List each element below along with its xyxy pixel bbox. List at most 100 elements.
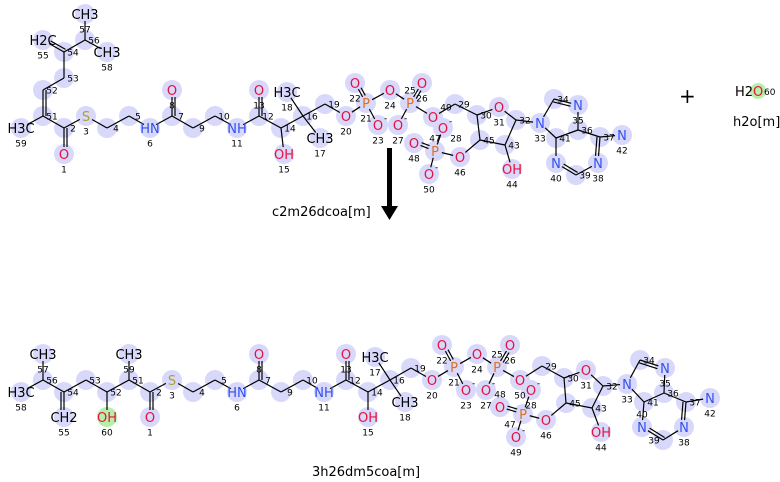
atom-highlight — [140, 407, 160, 427]
atom-highlight — [404, 133, 424, 153]
bond — [683, 401, 687, 421]
substrate-bonds — [26, 21, 616, 176]
atom-number: 48 — [494, 391, 506, 401]
bond — [504, 110, 517, 121]
atom-number: 8 — [169, 102, 175, 112]
reaction-arrow-head-icon — [381, 206, 398, 220]
atom-number: 50 — [514, 392, 526, 402]
atom-highlight — [750, 83, 766, 99]
atom-number: 33 — [534, 135, 545, 145]
atom-number: 50 — [423, 186, 435, 196]
atom-symbol: O — [341, 348, 351, 363]
bond — [26, 379, 44, 390]
bond — [541, 365, 565, 379]
atom-number: 15 — [362, 429, 373, 439]
atom-number: 58 — [101, 64, 113, 74]
double-bond-line — [594, 136, 598, 156]
atom-highlight — [395, 392, 415, 412]
atom-highlight — [456, 380, 476, 400]
atom-number: 25 — [491, 351, 502, 361]
bond — [214, 115, 232, 126]
atom-number: 55 — [58, 429, 69, 439]
atom-highlight — [500, 335, 520, 355]
bond — [643, 392, 665, 403]
atom-number: 27 — [480, 402, 491, 412]
atom-highlight — [162, 80, 182, 100]
bond — [464, 139, 481, 153]
atom-highlight — [356, 93, 376, 113]
atom-symbol: OH — [274, 148, 294, 163]
bond — [599, 135, 616, 138]
atom-number: 17 — [369, 369, 380, 379]
atom-symbol: OH — [502, 163, 522, 178]
atom-number: 30 — [567, 375, 579, 385]
atom-highlight — [632, 417, 652, 437]
bond — [214, 379, 232, 390]
atom-number: 40 — [636, 411, 648, 421]
bond — [280, 115, 304, 129]
atom-number: 3 — [83, 128, 89, 138]
atom-highlight — [97, 42, 117, 62]
atom-number: 13 — [340, 366, 351, 376]
bond — [63, 379, 87, 393]
atom-number: 41 — [647, 399, 658, 409]
bond — [441, 152, 454, 156]
atom-number: 17 — [314, 150, 325, 160]
atom-number: 51 — [46, 113, 57, 123]
atom-number: 31 — [493, 119, 504, 129]
atom-symbol: CH3 — [93, 46, 120, 61]
atom-highlight — [75, 4, 95, 24]
atom-symbol: P — [362, 97, 370, 112]
atom-symbol: P — [519, 408, 527, 423]
atom-number: 43 — [595, 405, 606, 415]
atom-symbol: O — [437, 339, 447, 354]
product-highlights — [11, 335, 720, 450]
substrate-atoms: OSHNONHOOHCH3H3COPOO-OPOO-O-ONNNNNOHOPOO… — [7, 8, 627, 196]
atom-symbol: N — [622, 378, 632, 393]
atom-highlight — [425, 141, 445, 161]
bond — [280, 379, 304, 393]
atom-number: 34 — [643, 357, 655, 367]
atom-highlight — [513, 404, 533, 424]
atom-highlight — [54, 144, 74, 164]
atom-charge: - — [449, 117, 452, 127]
double-bond-line — [553, 101, 571, 107]
atom-symbol: CH3 — [71, 8, 98, 23]
atom-highlight — [11, 118, 31, 138]
atom-symbol: O — [526, 384, 536, 399]
atom-symbol: O — [438, 122, 448, 137]
atom-symbol: H3C — [273, 86, 300, 101]
atom-number: 39 — [648, 437, 660, 447]
double-bond-line — [447, 349, 454, 360]
bond — [685, 398, 704, 403]
atom-number: 9 — [287, 389, 293, 399]
atom-symbol: O — [494, 101, 504, 116]
atom-number: 15 — [278, 166, 289, 176]
atom-number: 23 — [372, 137, 383, 147]
atom-number: 14 — [371, 389, 383, 399]
atom-symbol: P — [493, 361, 501, 376]
atom-highlight — [310, 128, 330, 148]
bond — [663, 374, 666, 394]
atom-highlight — [400, 93, 420, 113]
bond — [590, 374, 604, 387]
atom-highlight — [54, 407, 74, 427]
bond — [663, 392, 687, 403]
bond — [302, 103, 326, 117]
atom-symbol: O — [541, 414, 551, 429]
atom-number: 55 — [37, 52, 48, 62]
bond — [290, 97, 304, 117]
atom-number: 21 — [448, 379, 459, 389]
atom-number: 48 — [408, 155, 420, 165]
atom-symbol: S — [168, 374, 176, 389]
bond — [430, 157, 434, 168]
atom-number: 42 — [704, 410, 715, 420]
atom-highlight — [33, 344, 53, 364]
atom-number: 56 — [46, 377, 58, 387]
bond — [639, 359, 659, 367]
atom-number: 24 — [384, 102, 396, 112]
bond — [515, 119, 534, 123]
bond — [506, 408, 517, 413]
atom-number: 59 — [15, 140, 27, 150]
bond — [504, 119, 517, 146]
